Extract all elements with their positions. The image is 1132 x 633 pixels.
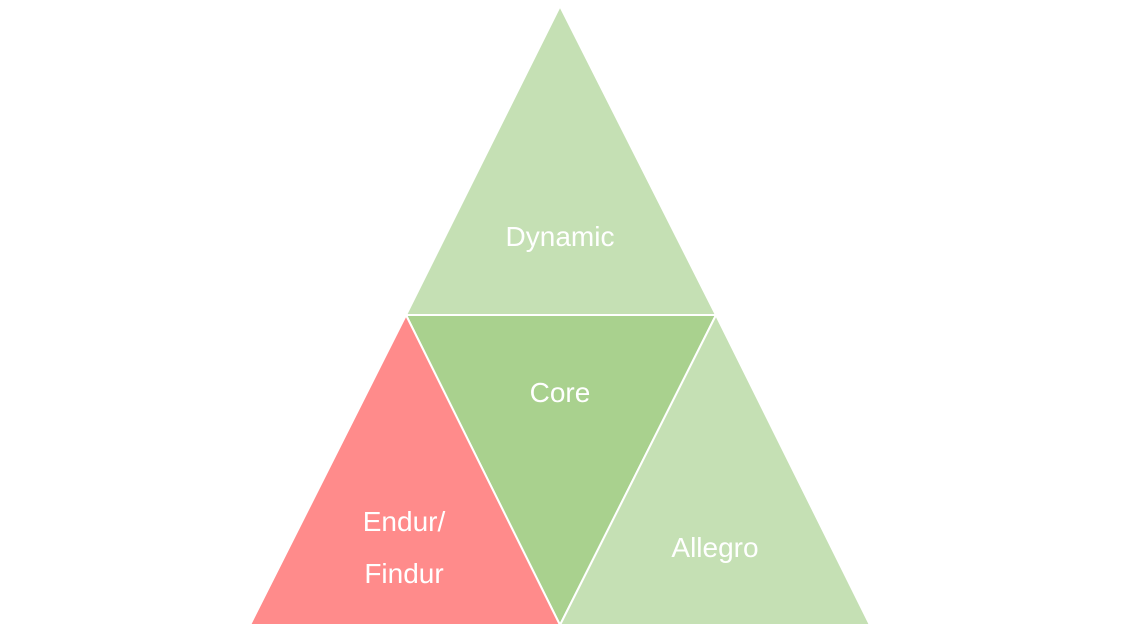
- endur-findur-label-line-2: Findur: [364, 558, 443, 589]
- endur-findur-segment: [248, 312, 562, 626]
- dynamic-segment: [404, 3, 718, 316]
- endur-findur-label-line-1: Endur/: [363, 506, 446, 537]
- allegro-segment: [558, 312, 872, 626]
- allegro-label: Allegro: [671, 532, 758, 563]
- dynamic-label: Dynamic: [506, 221, 615, 252]
- core-label: Core: [530, 377, 591, 408]
